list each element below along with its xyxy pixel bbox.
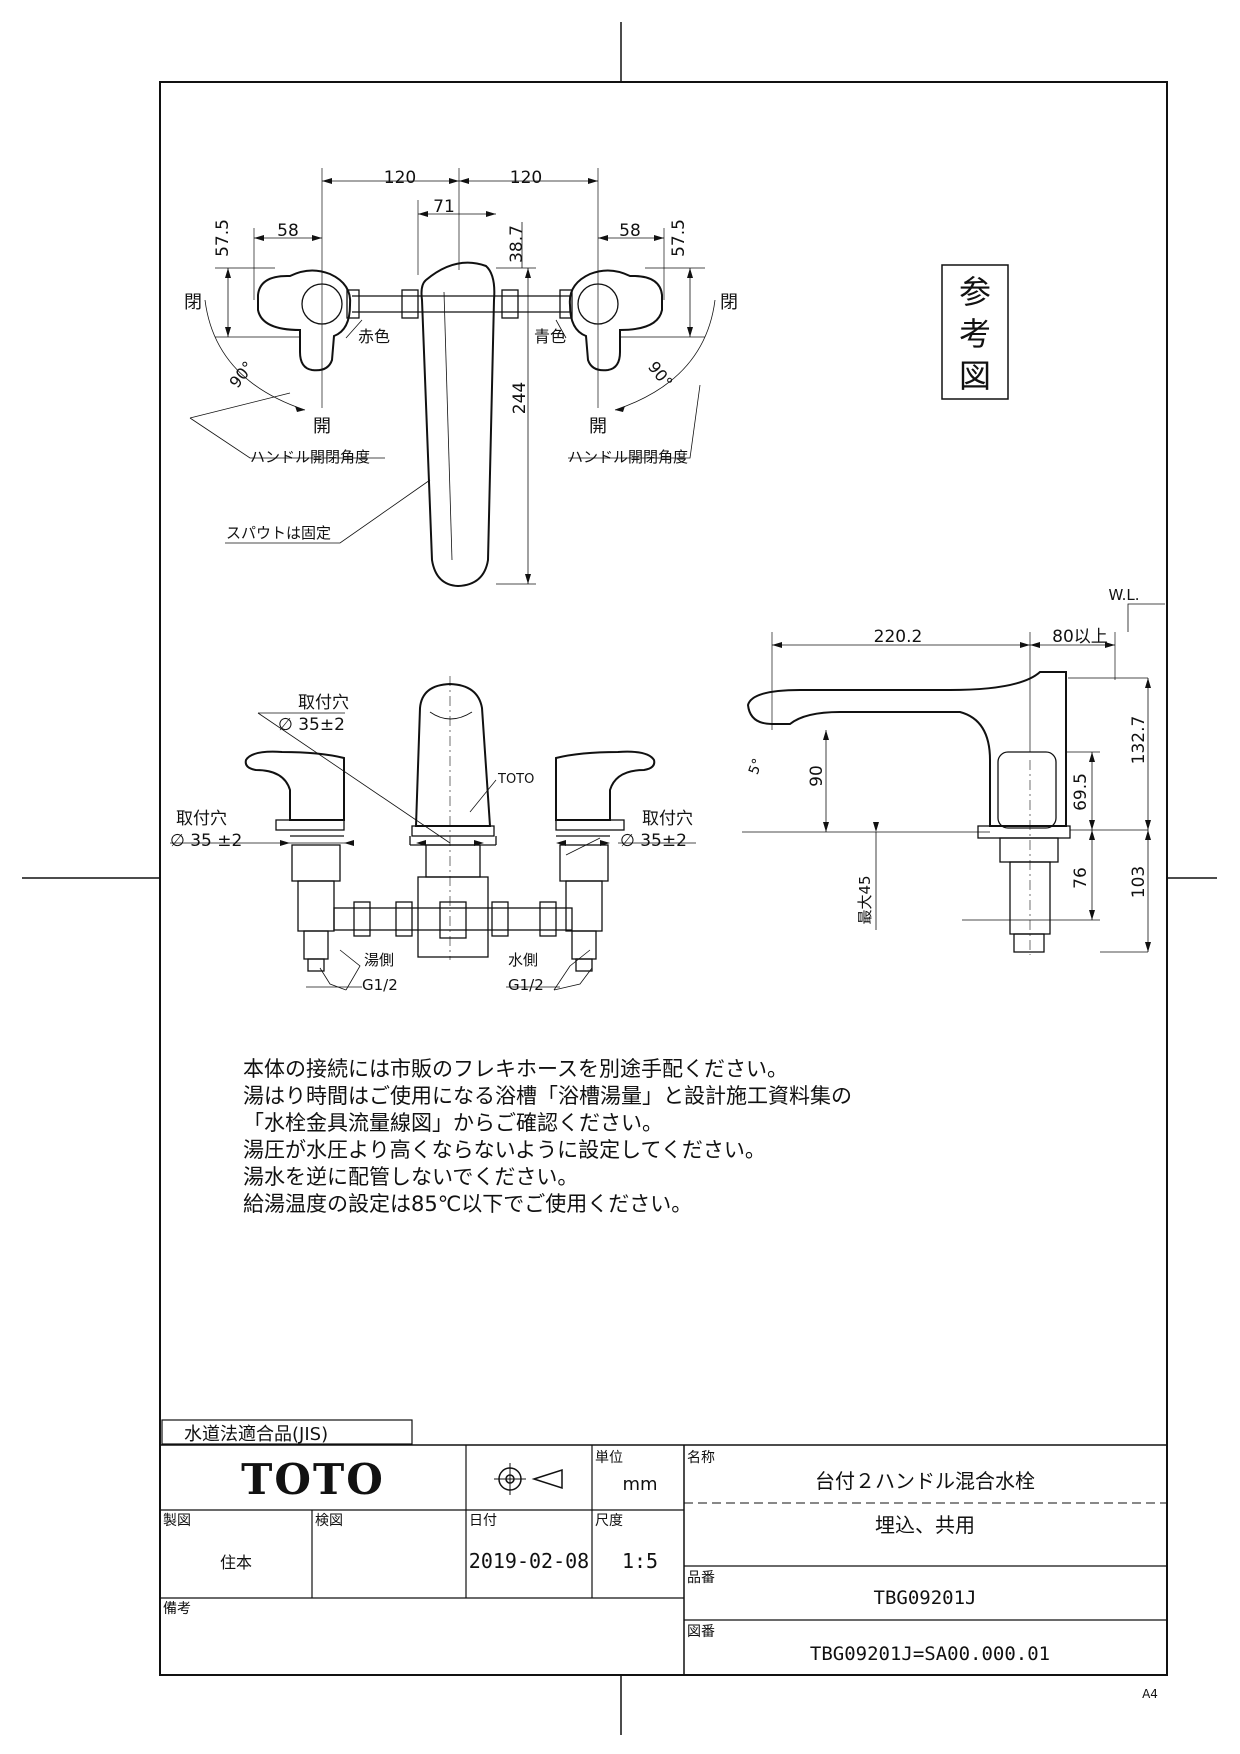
note-line: 湯圧が水圧より高くならないように設定してください。 bbox=[243, 1138, 766, 1162]
top-view bbox=[189, 168, 716, 588]
dimension-label: 57.5 bbox=[669, 219, 689, 257]
note-line: 「水栓金具流量線図」からご確認ください。 bbox=[243, 1111, 663, 1135]
dimension-label: G1/2 bbox=[508, 976, 544, 994]
dimension-label: 76 bbox=[1071, 867, 1091, 889]
dimension-label: mm bbox=[622, 1474, 657, 1495]
dimension-label: ハンドル開閉角度 bbox=[568, 448, 688, 466]
title-block-text: 水道法適合品(JIS) TOTO 単位 mm 名称 台付２ハンドル混合水栓 埋込… bbox=[163, 1424, 1158, 1701]
dimension-label: 製図 bbox=[163, 1513, 191, 1529]
stamp-char-3: 図 bbox=[959, 357, 991, 395]
dimension-label: 38.7 bbox=[507, 225, 527, 263]
dimension-label: 開 bbox=[313, 416, 331, 437]
dimension-label: 名称 bbox=[687, 1450, 715, 1466]
product-name: 台付２ハンドル混合水栓 bbox=[815, 1469, 1035, 1493]
dimension-label: ∅ 35±2 bbox=[620, 831, 687, 851]
dimension-label: 69.5 bbox=[1071, 773, 1091, 811]
top-view-arrows bbox=[225, 178, 693, 584]
dimension-label: 58 bbox=[619, 221, 641, 241]
dimension-label: 備考 bbox=[163, 1601, 191, 1617]
dimension-label: 244 bbox=[510, 382, 530, 414]
dimension-label: 80以上 bbox=[1052, 627, 1108, 647]
dimension-label: 検図 bbox=[315, 1513, 343, 1529]
spout-front bbox=[414, 682, 492, 827]
stamp-char-1: 参 bbox=[959, 273, 991, 311]
dimension-label: 住本 bbox=[220, 1553, 252, 1572]
right-handle-top bbox=[568, 269, 663, 372]
dimension-label: 132.7 bbox=[1129, 716, 1149, 765]
dimension-label: 青色 bbox=[534, 327, 566, 346]
dimension-label: 120 bbox=[384, 168, 416, 188]
dimension-label: 103 bbox=[1129, 866, 1149, 898]
dimension-label: 90° bbox=[644, 358, 676, 392]
note-line: 給湯温度の設定は85℃以下でご使用ください。 bbox=[243, 1192, 693, 1216]
dimension-label: 120 bbox=[510, 168, 542, 188]
compliance-label: 水道法適合品(JIS) bbox=[184, 1424, 328, 1445]
toto-logo: TOTO bbox=[241, 1455, 385, 1504]
reference-drawing-stamp: 参 考 図 bbox=[941, 264, 1009, 400]
part-number: TBG09201J bbox=[874, 1587, 977, 1609]
note-line: 本体の接続には市販のフレキホースを別途手配ください。 bbox=[243, 1057, 788, 1081]
dimension-label: 赤色 bbox=[358, 327, 390, 346]
dimension-label: 1:5 bbox=[622, 1549, 658, 1573]
dimension-label: 90 bbox=[807, 765, 827, 787]
dimension-label: 取付穴 bbox=[642, 809, 693, 829]
note-line: 湯水を逆に配管しないでください。 bbox=[243, 1165, 579, 1189]
dimension-label: 5° bbox=[746, 756, 766, 776]
right-handle-front bbox=[555, 750, 656, 821]
dimension-label: 尺度 bbox=[595, 1513, 623, 1529]
dimension-label: 水側 bbox=[508, 951, 538, 969]
dimension-label: ハンドル開閉角度 bbox=[250, 448, 370, 466]
dimension-label: 最大45 bbox=[856, 875, 874, 924]
dimension-label: 日付 bbox=[469, 1513, 497, 1529]
dimension-label: 57.5 bbox=[213, 219, 233, 257]
dimension-label: ∅ 35 ±2 bbox=[170, 831, 242, 851]
sheet-frame bbox=[22, 22, 1217, 1735]
dimension-label: 58 bbox=[277, 221, 299, 241]
title-block bbox=[160, 1419, 1167, 1675]
note-line: 湯はり時間はご使用になる浴槽「浴槽湯量」と設計施工資料集の bbox=[243, 1084, 852, 1108]
installation-notes: 本体の接続には市販のフレキホースを別途手配ください。 湯はり時間はご使用になる浴… bbox=[243, 1056, 852, 1218]
dimension-label: 品番 bbox=[687, 1570, 715, 1586]
side-view bbox=[742, 603, 1165, 955]
dimension-label: ∅ 35±2 bbox=[278, 715, 345, 735]
dimension-label: 湯側 bbox=[364, 951, 394, 969]
dimension-label: 閉 bbox=[720, 292, 738, 313]
front-view-labels: 取付穴 ∅ 35±2 取付穴 ∅ 35 ±2 取付穴 ∅ 35±2 TOTO 湯… bbox=[170, 693, 693, 994]
dimension-label: TOTO bbox=[497, 772, 534, 787]
dimension-label: G1/2 bbox=[362, 976, 398, 994]
dimension-label: スパウトは固定 bbox=[226, 524, 331, 542]
drawing-number: TBG09201J=SA00.000.01 bbox=[810, 1643, 1050, 1665]
left-handle-front bbox=[244, 750, 345, 821]
side-view-arrows bbox=[772, 642, 1151, 952]
dimension-label: 単位 bbox=[595, 1450, 623, 1466]
dimension-label: 閉 bbox=[184, 292, 202, 313]
dimension-label: 開 bbox=[589, 416, 607, 437]
dimension-label: 取付穴 bbox=[298, 693, 349, 713]
product-subtitle: 埋込、共用 bbox=[875, 1513, 975, 1537]
top-view-labels: 120 120 71 58 58 57.5 57.5 38.7 244 90° … bbox=[184, 168, 738, 542]
dimension-label: 90° bbox=[225, 358, 257, 392]
dimension-label: 220.2 bbox=[874, 627, 923, 647]
front-view bbox=[170, 676, 696, 991]
dimension-label: 取付穴 bbox=[176, 809, 227, 829]
side-view-labels: 220.2 80以上 W.L. 132.7 90 69.5 76 103 最大4… bbox=[746, 586, 1149, 925]
stamp-char-2: 考 bbox=[959, 315, 991, 353]
dimension-label: W.L. bbox=[1108, 586, 1139, 604]
spout-top-outline bbox=[420, 261, 496, 588]
spout-side bbox=[746, 671, 1067, 827]
left-handle-top bbox=[257, 269, 352, 372]
paper-size: A4 bbox=[1142, 1687, 1158, 1701]
dimension-label: 71 bbox=[433, 197, 455, 217]
dimension-label: 2019-02-08 bbox=[469, 1549, 589, 1573]
dimension-label: 図番 bbox=[687, 1624, 715, 1640]
